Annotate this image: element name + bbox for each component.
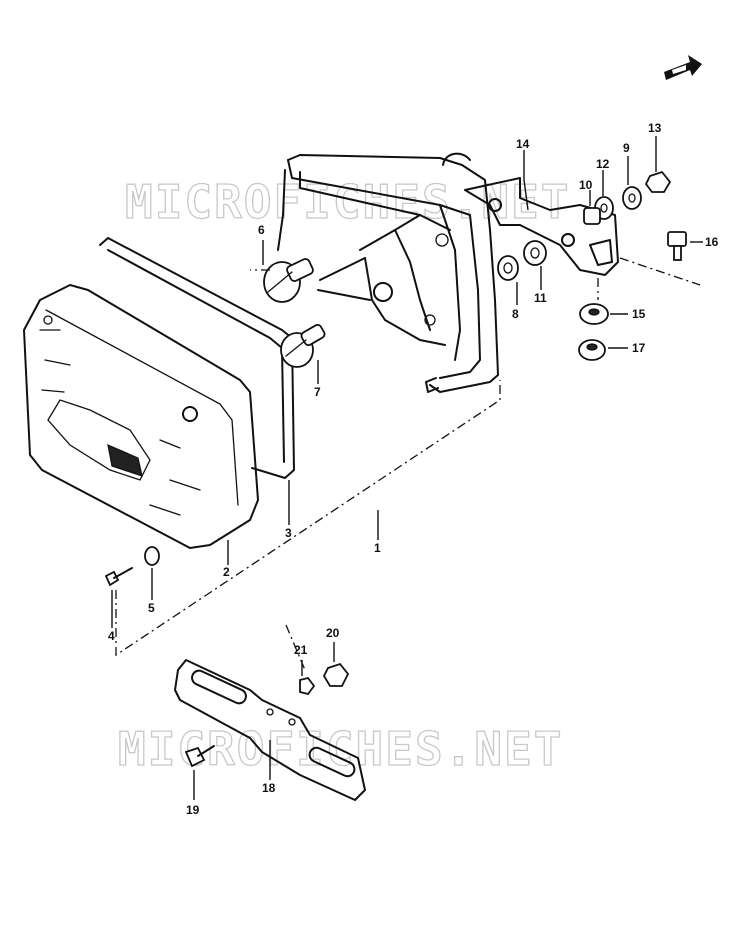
washer-11 [523,240,547,266]
washer-9 [622,186,642,210]
callout-20: 20 [326,626,340,640]
collar-10 [583,207,601,225]
callout-14: 14 [516,137,530,151]
callout-12: 12 [596,157,610,171]
callout-9: 9 [623,141,630,155]
callout-15: 15 [632,307,646,321]
callout-13: 13 [648,121,662,135]
callout-19: 19 [186,803,200,817]
assembly-lines [115,257,701,671]
bolt-16 [667,231,687,261]
callout-6: 6 [258,223,265,237]
leader-lines [111,136,703,800]
callout-labels: 1 2 3 4 5 6 7 8 9 10 11 12 13 14 15 16 1… [108,121,719,817]
tail-lamp-lens [23,284,259,549]
callout-4: 4 [108,629,115,643]
callout-17: 17 [632,341,646,355]
callout-18: 18 [262,781,276,795]
lamp-housing [277,152,499,393]
callout-7: 7 [314,385,321,399]
nut-21 [299,676,316,696]
washer-5 [144,546,160,566]
grommet-17 [578,339,606,361]
grommet-15 [579,303,609,325]
bulb-6 [263,258,314,303]
nut-13 [644,170,672,193]
bolt-19 [184,745,215,768]
callout-16: 16 [705,235,719,249]
mounting-bracket [464,177,619,276]
watermark-top: MICROFICHES.NET [125,175,570,229]
direction-arrow-icon [664,55,702,80]
callout-11: 11 [534,291,547,305]
nut-20 [322,662,350,687]
callout-10: 10 [579,178,593,192]
callout-8: 8 [512,307,519,321]
screw-4 [104,567,133,587]
callout-1: 1 [374,541,381,555]
callout-2: 2 [223,565,230,579]
license-plate-bracket [174,659,366,801]
washer-8 [497,255,519,281]
callout-3: 3 [285,526,292,540]
callout-5: 5 [148,601,155,615]
bulb-7 [280,324,326,368]
callout-21: 21 [294,643,308,657]
